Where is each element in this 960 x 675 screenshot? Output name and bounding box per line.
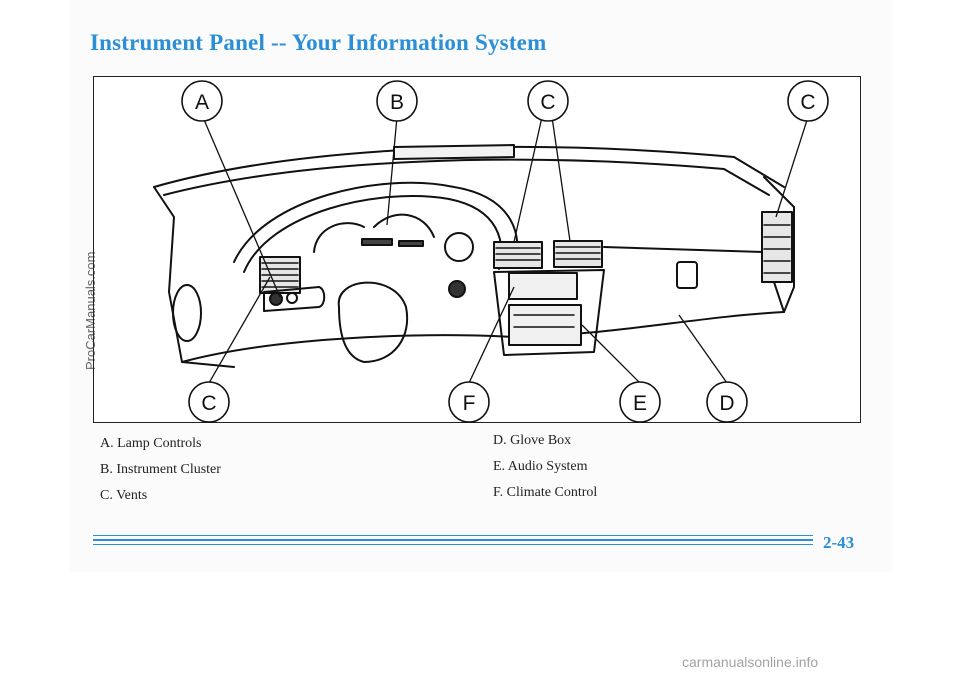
ignition-knob (448, 280, 466, 298)
footer-rule-line-1 (93, 535, 813, 536)
defroster-vent (393, 144, 515, 160)
audio-system-panel (508, 304, 582, 346)
callout-a: A (195, 91, 209, 114)
climate-control-panel (508, 272, 578, 300)
callout-c2: C (800, 91, 815, 114)
right-vent (761, 211, 793, 283)
leader-d (678, 314, 728, 384)
trip-display (398, 240, 424, 247)
dash-right-edge (763, 176, 795, 313)
legend-item-lamp-controls: A. Lamp Controls (100, 436, 202, 451)
legend-item-glove-box: D. Glove Box (493, 433, 572, 448)
side-watermark: ProCarManuals.com (83, 251, 98, 371)
page-number: 2-43 (823, 533, 855, 552)
legend-left-column: A. Lamp Controls B. Instrument Cluster C… (100, 433, 221, 511)
legend-right-column: D. Glove Box E. Audio System F. Climate … (493, 430, 597, 508)
gauge-center (373, 213, 435, 238)
cluster-hood (233, 181, 519, 268)
dash-right-section (603, 246, 785, 313)
dashboard-drawing: A B C C C F E D (153, 80, 829, 423)
callout-c1: C (540, 91, 555, 114)
lamp-switch-2 (286, 292, 298, 304)
legend-item-audio-system: E. Audio System (493, 459, 588, 474)
steering-column (337, 281, 409, 363)
leader-c1-left (513, 116, 543, 243)
legend-item-instrument-cluster: B. Instrument Cluster (100, 462, 221, 477)
gauge-right (444, 232, 474, 262)
center-vent-left (493, 241, 543, 269)
leader-a (201, 114, 281, 298)
legend-item-vents: C. Vents (100, 488, 148, 503)
callout-c3: C (201, 392, 216, 415)
leader-b (386, 116, 398, 226)
footer-rule-line-3 (93, 544, 813, 545)
leader-c3 (208, 276, 271, 384)
lamp-control-pod (263, 286, 326, 312)
callout-e-circle (619, 381, 661, 423)
callout-c2-circle (787, 80, 829, 122)
center-stack (493, 269, 605, 356)
callout-a-circle (181, 80, 223, 122)
callout-e: E (633, 392, 647, 415)
dash-left-end (153, 186, 235, 368)
center-vent-right (553, 240, 603, 268)
footer-rule-line-2 (93, 539, 813, 541)
callout-b: B (390, 91, 404, 114)
callout-f: F (463, 392, 476, 415)
dash-top-inner (163, 158, 770, 196)
page-title: Instrument Panel -- Your Information Sys… (90, 30, 547, 55)
instrument-panel-illustration: A B C C C F E D (93, 76, 861, 423)
callout-d-circle (706, 381, 748, 423)
footer-rule (93, 533, 813, 547)
callout-b-circle (376, 80, 418, 122)
callout-f-circle (448, 381, 490, 423)
left-speaker (172, 284, 202, 342)
leader-e (581, 324, 641, 384)
odometer-display (361, 238, 393, 246)
legend-item-climate-control: F. Climate Control (493, 485, 598, 500)
site-watermark: carmanualsonline.info (682, 654, 819, 670)
lamp-switch-1 (269, 292, 283, 306)
gauge-left (313, 222, 365, 253)
leader-c2 (775, 116, 809, 218)
callout-c1-circle (527, 80, 569, 122)
leader-c1-right (551, 116, 571, 242)
cluster-hood-inner (243, 195, 503, 273)
glove-box-latch (676, 261, 698, 289)
callout-c3-circle (188, 381, 230, 423)
leader-f (468, 286, 515, 384)
callout-d: D (719, 392, 734, 415)
